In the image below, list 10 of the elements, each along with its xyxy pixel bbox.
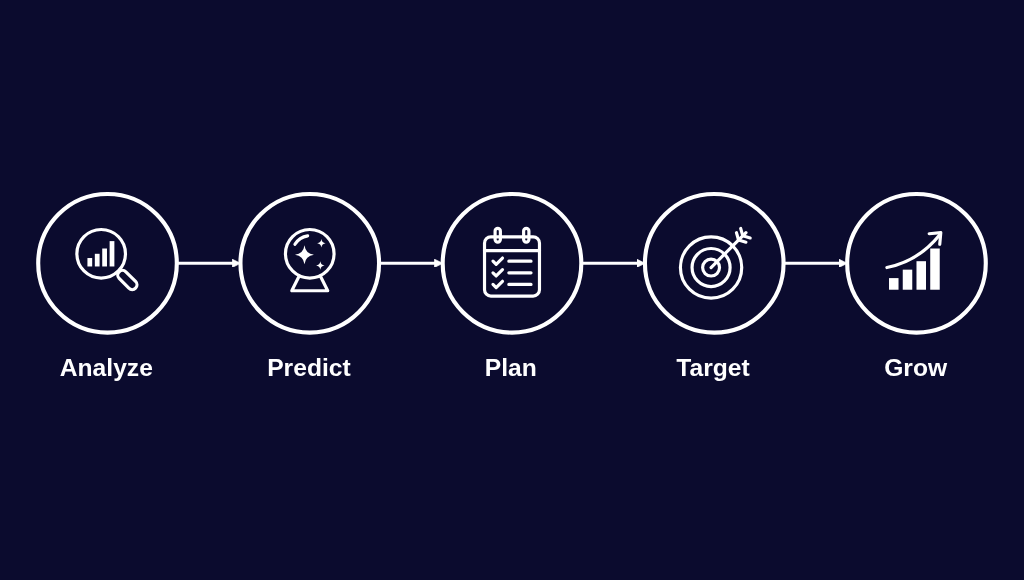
node-circle (238, 191, 382, 335)
node-circle (642, 191, 786, 335)
node-circle (845, 191, 988, 335)
step-label: Plan (484, 352, 537, 383)
step-label: Grow (884, 352, 948, 383)
step-label: Analyze (59, 352, 153, 383)
node-circle (440, 191, 584, 335)
step-label: Target (676, 352, 750, 383)
step-label: Predict (267, 352, 351, 383)
node-circle (36, 191, 179, 335)
